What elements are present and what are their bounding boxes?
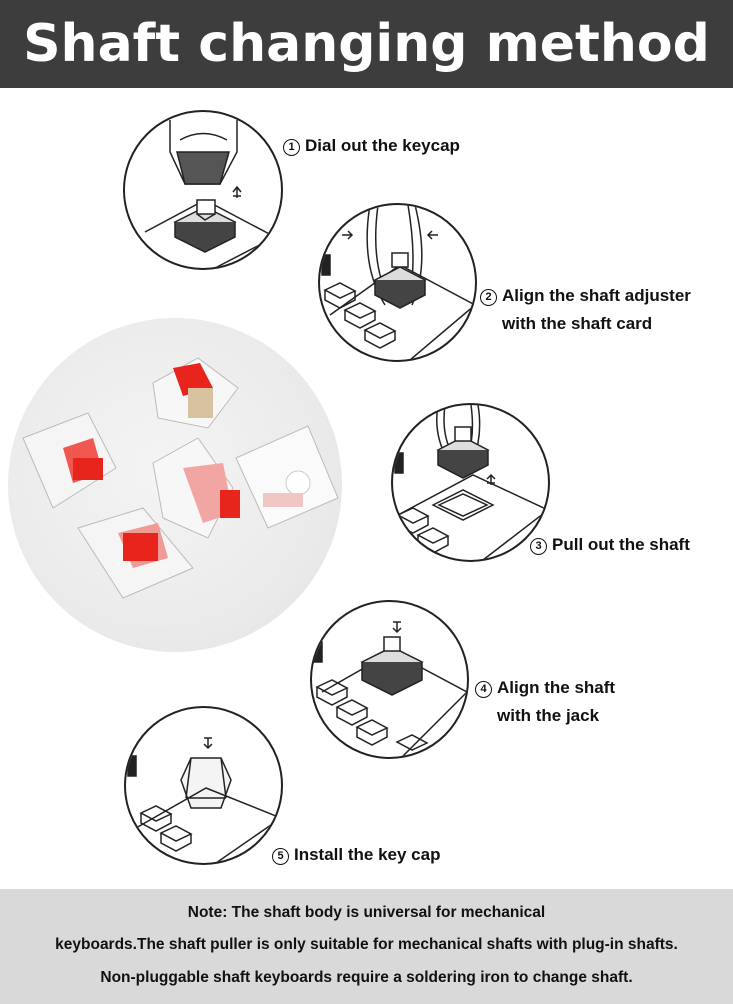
step-3-illustration: [391, 403, 550, 562]
header-banner: Shaft changing method: [0, 0, 733, 88]
step-text: Install the key cap: [294, 845, 441, 864]
step-number: 2: [480, 289, 497, 306]
step-3-label: 3 Pull out the shaft: [530, 531, 690, 559]
switch-image: [235, 425, 339, 529]
step-text-line-2: with the shaft card: [502, 314, 653, 333]
switch-image: [152, 437, 240, 539]
step-text: Align the shaft: [497, 678, 616, 697]
step-5-label: 5 Install the key cap: [272, 841, 440, 869]
switches-photo: [8, 318, 342, 652]
step-text: Pull out the shaft: [552, 535, 690, 554]
switch-image: [152, 357, 239, 429]
step-text: Align the shaft adjuster: [502, 286, 691, 305]
switch-image: [77, 507, 194, 599]
step-1-illustration: [123, 110, 283, 270]
step-number: 4: [475, 681, 492, 698]
step-4-label: 4 Align the shaft with the jack: [475, 674, 615, 730]
page-title: Shaft changing method: [23, 14, 710, 74]
step-number: 3: [530, 538, 547, 555]
footer-note: Note: The shaft body is universal for me…: [0, 889, 733, 1004]
step-text: Dial out the keycap: [305, 136, 460, 155]
footer-line-3: Non-pluggable shaft keyboards require a …: [100, 969, 633, 986]
step-1-label: 1 Dial out the keycap: [283, 132, 460, 160]
step-text-line-2: with the jack: [497, 706, 600, 725]
footer-line-2: keyboards.The shaft puller is only suita…: [55, 936, 678, 953]
step-number: 5: [272, 848, 289, 865]
step-2-label: 2 Align the shaft adjuster with the shaft…: [480, 282, 691, 338]
footer-line-1: Note: The shaft body is universal for me…: [187, 904, 546, 921]
step-2-illustration: [318, 203, 477, 362]
step-5-illustration: [124, 706, 283, 865]
step-4-illustration: [310, 600, 469, 759]
step-number: 1: [283, 139, 300, 156]
switch-image: [22, 412, 117, 509]
